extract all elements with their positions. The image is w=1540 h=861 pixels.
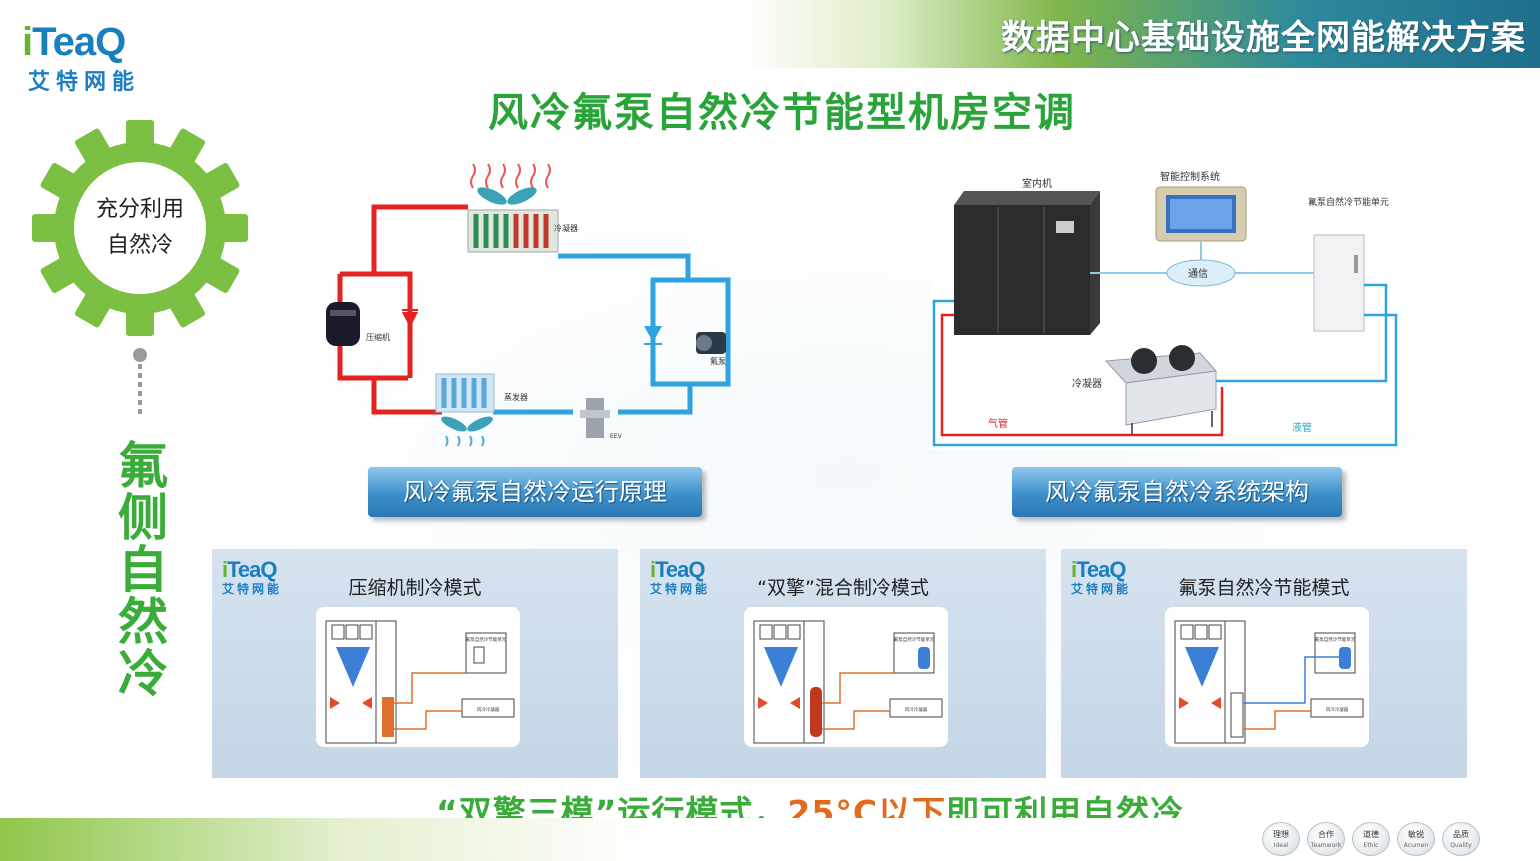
value-badge-acumen: 敏锐 Acumen bbox=[1397, 822, 1435, 856]
side-char: 侧 bbox=[118, 489, 168, 547]
panel-logo-sub: 艾特网能 bbox=[1071, 582, 1132, 596]
value-cn: 敏锐 bbox=[1408, 830, 1424, 839]
mini-unit-label: 氟泵自然冷节能单元 bbox=[466, 636, 507, 643]
eev-label: EEV bbox=[610, 433, 623, 440]
evaporator-coil-icon bbox=[435, 373, 495, 413]
check-valve-icon bbox=[402, 309, 418, 328]
gas-pipe bbox=[940, 313, 1224, 437]
evaporator-fan-icon bbox=[441, 416, 493, 432]
architecture-diagram: 室内机 智能控制系统 通信 氟泵自然冷节能单元 冷凝器 气管 液管 bbox=[930, 165, 1400, 450]
eev-valve-icon bbox=[580, 398, 610, 438]
mode-diagram: 氟泵自然冷节能单元 风冷冷凝器 bbox=[744, 607, 948, 747]
control-panel-icon bbox=[1155, 186, 1247, 242]
mini-condenser-label: 风冷冷凝器 bbox=[1326, 706, 1349, 713]
company-values: 理想 Ideal 合作 Teamwork 道德 Ethic 敏锐 Acumen 品质 Qu… bbox=[1262, 822, 1480, 858]
logo-i: i bbox=[22, 20, 33, 64]
evaporator-label: 蒸发器 bbox=[504, 392, 528, 402]
value-badge-ideal: 理想 Ideal bbox=[1262, 822, 1300, 856]
panel-logo-i: i bbox=[650, 557, 656, 582]
compressor-icon bbox=[326, 302, 360, 346]
indoor-unit-icon bbox=[954, 191, 1100, 335]
logo-wordmark: iTeaQ bbox=[22, 20, 126, 65]
pump-unit-icon bbox=[1313, 234, 1365, 332]
panel-logo-i: i bbox=[222, 557, 228, 582]
value-en: Acumen bbox=[1403, 842, 1429, 849]
logo-subtitle: 艾特网能 bbox=[28, 70, 141, 95]
cool-air-icon bbox=[445, 435, 485, 447]
gear-icon bbox=[32, 120, 248, 336]
side-char: 然 bbox=[118, 593, 168, 651]
pump-label: 氟泵 bbox=[710, 356, 726, 366]
value-en: Quality bbox=[1450, 842, 1472, 849]
panel-logo-rest: TeaQ bbox=[227, 557, 277, 582]
side-vertical-title: 氟 侧 自 然 冷 bbox=[113, 440, 173, 700]
mode-diagram: 氟泵自然冷节能单元 风冷冷凝器 bbox=[1165, 607, 1369, 747]
mode-panel-hybrid: iTeaQ 艾特网能 “双擎”混合制冷模式 氟泵自然冷节能单元 风冷冷凝器 bbox=[640, 549, 1046, 778]
condenser-fan-icon bbox=[477, 187, 537, 205]
panel-logo-sub: 艾特网能 bbox=[650, 582, 711, 596]
value-en: Ethic bbox=[1363, 842, 1379, 849]
side-char: 自 bbox=[118, 541, 168, 599]
company-logo: iTeaQ 艾特网能 bbox=[22, 20, 172, 95]
pump-icon bbox=[696, 332, 726, 354]
panel-logo: iTeaQ 艾特网能 bbox=[650, 557, 710, 597]
mode-panel-freecooling: iTeaQ 艾特网能 氟泵自然冷节能模式 氟泵自然冷节能单元 风冷冷凝器 bbox=[1061, 549, 1467, 778]
mini-unit-label: 氟泵自然冷节能单元 bbox=[1315, 636, 1356, 643]
cold-pipe bbox=[493, 253, 731, 415]
panel-logo-rest: TeaQ bbox=[1076, 557, 1126, 582]
value-cn: 理想 bbox=[1273, 830, 1289, 839]
value-badge-quality: 品质 Quality bbox=[1442, 822, 1480, 856]
indoor-unit-label: 室内机 bbox=[1022, 177, 1052, 190]
panel-title: “双擎”混合制冷模式 bbox=[757, 577, 929, 599]
condenser-label: 冷凝器 bbox=[554, 223, 578, 233]
panel-title: 氟泵自然冷节能模式 bbox=[1178, 577, 1350, 599]
mini-condenser-label: 风冷冷凝器 bbox=[905, 706, 928, 713]
header-banner: 数据中心基础设施全网能解决方案 bbox=[740, 0, 1540, 68]
value-cn: 品质 bbox=[1453, 830, 1469, 839]
condenser-coil-icon bbox=[467, 209, 559, 253]
banner-title: 数据中心基础设施全网能解决方案 bbox=[1001, 18, 1526, 58]
compressor-label: 压缩机 bbox=[366, 332, 390, 342]
panel-logo: iTeaQ 艾特网能 bbox=[222, 557, 282, 597]
value-en: Teamwork bbox=[1310, 842, 1342, 849]
value-badge-ethic: 道德 Ethic bbox=[1352, 822, 1390, 856]
heat-waves-icon bbox=[470, 163, 551, 189]
mode-diagram: 氟泵自然冷节能单元 风冷冷凝器 bbox=[316, 607, 520, 747]
communication-label: 通信 bbox=[1188, 268, 1208, 280]
panel-logo-sub: 艾特网能 bbox=[222, 582, 283, 596]
liquid-pipe-label: 液管 bbox=[1292, 421, 1312, 434]
principle-diagram: 冷凝器 压缩机 氟泵 蒸发器 bbox=[326, 154, 731, 447]
value-en: Ideal bbox=[1273, 842, 1289, 849]
value-cn: 道德 bbox=[1363, 830, 1379, 839]
outdoor-condenser-icon bbox=[1104, 345, 1217, 435]
value-cn: 合作 bbox=[1318, 830, 1334, 839]
dotted-connector bbox=[133, 348, 147, 418]
hot-pipe bbox=[337, 204, 468, 415]
value-badge-teamwork: 合作 Teamwork bbox=[1307, 822, 1345, 856]
mini-condenser-label: 风冷冷凝器 bbox=[477, 706, 500, 713]
gas-pipe-label: 气管 bbox=[988, 417, 1008, 430]
mode-panel-compressor: iTeaQ 艾特网能 压缩机制冷模式 氟泵自然冷节能单元 风冷冷凝器 bbox=[212, 549, 618, 778]
mini-unit-label: 氟泵自然冷节能单元 bbox=[894, 636, 935, 643]
check-valve-blue-icon bbox=[644, 326, 662, 345]
liquid-pipe bbox=[932, 283, 1398, 447]
condenser-label-right: 冷凝器 bbox=[1072, 377, 1102, 390]
caption-principle: 风冷氟泵自然冷运行原理 bbox=[368, 467, 702, 517]
panel-logo-rest: TeaQ bbox=[655, 557, 705, 582]
caption-architecture: 风冷氟泵自然冷系统架构 bbox=[1012, 467, 1342, 517]
page-title: 风冷氟泵自然冷节能型机房空调 bbox=[488, 89, 1076, 136]
panel-logo-i: i bbox=[1071, 557, 1077, 582]
pump-unit-label: 氟泵自然冷节能单元 bbox=[1308, 196, 1389, 208]
panel-title: 压缩机制冷模式 bbox=[348, 577, 482, 599]
logo-rest: TeaQ bbox=[32, 20, 126, 64]
panel-logo: iTeaQ 艾特网能 bbox=[1071, 557, 1131, 597]
control-system-label: 智能控制系统 bbox=[1160, 170, 1220, 183]
side-char: 冷 bbox=[118, 645, 168, 703]
side-char: 氟 bbox=[118, 437, 168, 495]
